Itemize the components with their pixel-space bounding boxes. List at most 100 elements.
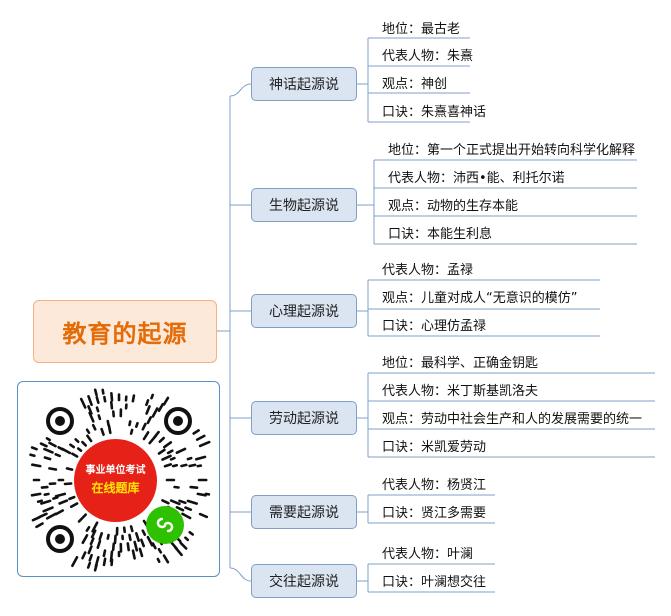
qr-module [31,463,42,468]
qr-module [128,420,132,427]
branch-labor-origin[interactable]: 劳动起源说 [251,401,357,435]
root-topic[interactable]: 教育的起源 [33,300,217,363]
branch-myth-origin[interactable]: 神话起源说 [251,67,357,101]
leaf-item[interactable]: 代表人物：沛西•能、利托尔诺 [388,171,565,186]
qr-module [63,482,73,486]
qr-module [169,456,176,461]
leaf-item[interactable]: 代表人物：米丁斯基凯洛夫 [382,384,539,399]
qr-module [95,395,100,404]
qr-module [151,542,157,550]
leaf-item[interactable]: 代表人物：朱熹 [382,49,474,64]
qr-code-card[interactable]: 事业单位考试 在线题库 [17,381,220,577]
leaf-item[interactable]: 地位：最科学、正确金钥匙 [382,356,539,371]
qr-module [198,512,209,519]
qr-module [57,445,65,451]
leaf-item[interactable]: 口诀：米凯爱劳动 [382,440,487,455]
qr-module [145,405,151,415]
qr-module [156,557,161,563]
qr-module [138,547,144,558]
qr-module [128,533,132,542]
qr-module [135,421,139,429]
qr-module [192,429,200,435]
qr-module [85,526,91,532]
leaf-item[interactable]: 口诀：叶澜想交往 [382,575,487,590]
qr-module [161,454,172,461]
qr-module [79,397,87,409]
qr-module [76,447,83,453]
qr-module [81,551,87,560]
leaf-item[interactable]: 观点：动物的生存本能 [388,199,519,214]
qr-module [68,495,76,501]
qr-module [162,396,170,406]
branch-biological-origin[interactable]: 生物起源说 [251,188,357,222]
branch-communication-origin[interactable]: 交往起源说 [251,564,357,598]
branch-connector [229,567,252,582]
qr-module [196,464,203,468]
qr-module [93,388,98,397]
branch-psychological-origin[interactable]: 心理起源说 [251,294,357,328]
leaf-item[interactable]: 观点：神创 [382,77,448,92]
qr-module [95,406,100,413]
qr-module [85,428,91,435]
qr-module [141,422,147,431]
qr-module [157,402,164,413]
qr-module [87,545,93,555]
leaf-item[interactable]: 代表人物：孟禄 [382,263,474,278]
qr-module [129,428,134,435]
qr-module [204,492,211,496]
leaf-item[interactable]: 观点：儿童对成人“无意识的模仿” [382,291,578,306]
qr-module [174,546,183,557]
qr-module [166,449,174,455]
qr-module [141,529,147,536]
leaf-item[interactable]: 代表人物：杨贤江 [382,478,487,493]
qr-module [126,542,130,552]
qr-module [153,430,160,439]
qr-finder [46,525,74,553]
qr-module [186,499,198,505]
qr-module [35,522,44,529]
qr-module [36,499,43,503]
branch-label: 交往起源说 [269,574,339,590]
qr-module [29,453,36,458]
badge-title: 事业单位考试 [85,465,146,476]
qr-module [196,492,207,497]
qr-module [151,407,159,418]
qr-module [102,549,107,558]
qr-module [81,440,88,447]
qr-module [103,395,107,403]
qr-module [131,549,136,560]
qr-module [111,542,115,552]
qr-module [98,532,103,541]
leaf-item[interactable]: 口诀：贤江多需要 [382,506,487,521]
leaf-item[interactable]: 地位：第一个正式提出开始转向科学化解释 [388,143,636,158]
qr-module [122,526,126,534]
qr-module [100,427,105,436]
qr-module [184,536,190,542]
qr-module [189,485,199,489]
qr-module [90,529,97,539]
qr-finder [164,407,192,435]
leaf-item[interactable]: 代表人物：叶澜 [382,547,474,562]
branch-label: 心理起源说 [269,304,339,320]
qr-module [69,502,79,509]
leaf-item[interactable]: 观点：劳动中社会生产和人的发展需要的统一 [382,412,643,427]
leaf-item[interactable]: 口诀：本能生利息 [388,227,493,242]
qr-module [145,399,150,407]
branch-need-origin[interactable]: 需要起源说 [251,495,357,529]
qr-module [89,537,95,546]
qr-module [96,539,102,549]
exam-badge: 事业单位考试 在线题库 [74,439,157,522]
qr-module [93,563,98,572]
qr-module [86,561,92,569]
badge-subtitle: 在线题库 [87,480,144,497]
qr-module [135,532,140,542]
leaf-item[interactable]: 口诀：朱熹喜神话 [382,105,487,120]
leaf-item[interactable]: 口诀：心理仿孟禄 [382,319,487,334]
qr-module [88,553,93,562]
qr-module [43,492,50,496]
leaf-item[interactable]: 地位：最古老 [382,22,461,37]
qr-module [131,394,136,403]
root-topic-label: 教育的起源 [62,320,188,348]
branch-label: 需要起源说 [269,505,339,521]
